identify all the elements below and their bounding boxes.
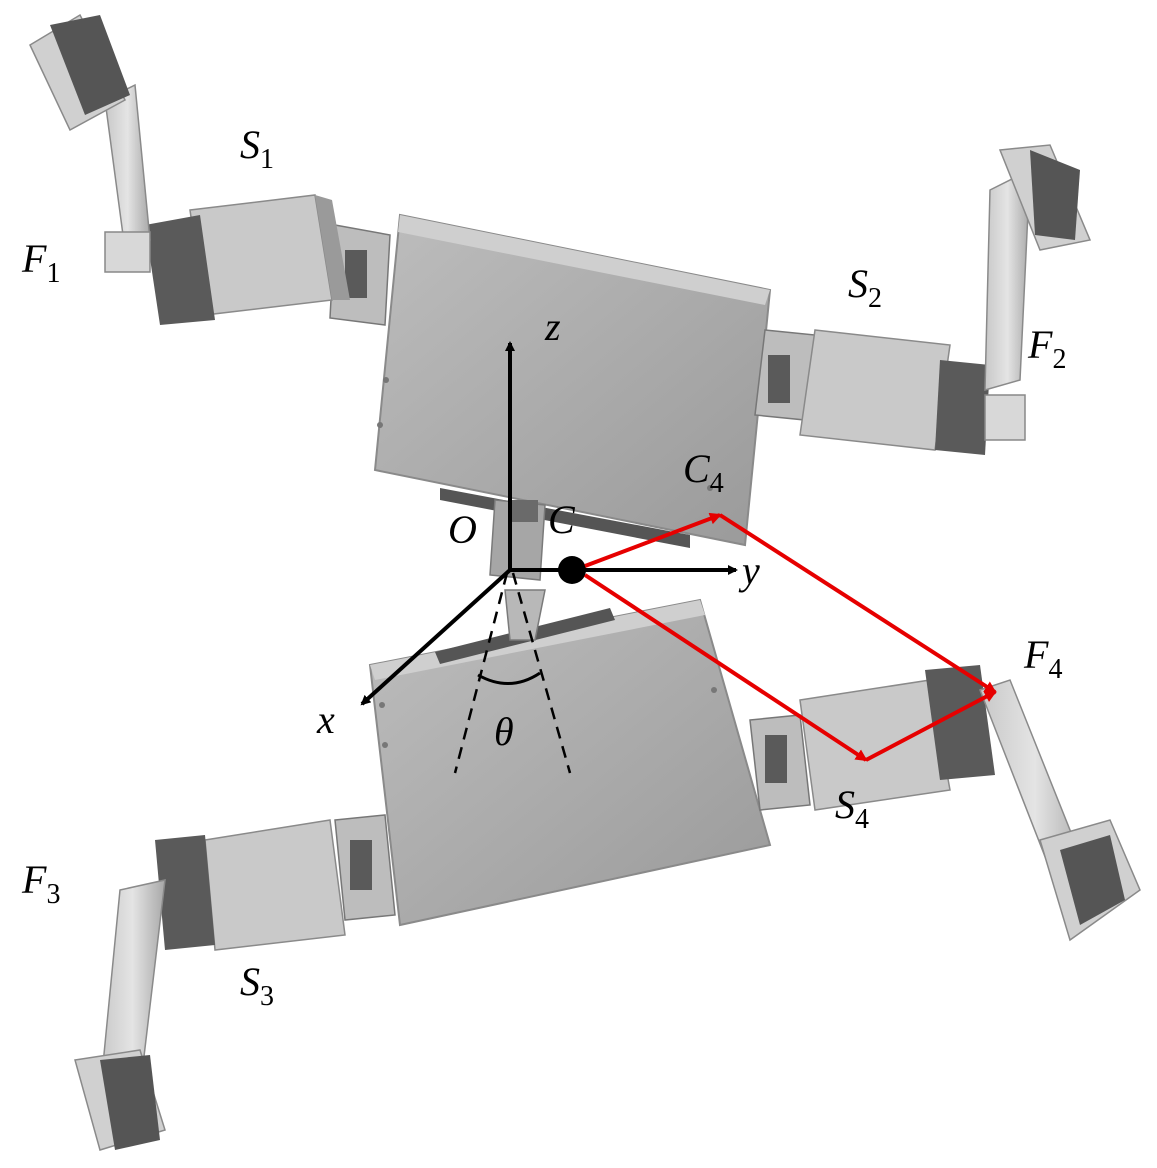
point-c (558, 556, 586, 584)
leg-4 (749, 665, 1141, 942)
label-f4: F4 (1023, 632, 1062, 685)
label-f1: F1 (21, 236, 60, 289)
label-o: O (448, 507, 477, 552)
label-s2: S2 (848, 261, 882, 314)
vector-c4-to-f4 (718, 513, 997, 694)
labels: S1 F1 S2 F2 C4 F4 S4 F3 S3 O C z y x θ (21, 122, 1066, 1012)
vector-s4-to-f4 (865, 690, 997, 762)
label-z: z (544, 304, 561, 349)
label-s3: S3 (240, 959, 274, 1012)
theta-dash-left (453, 572, 509, 774)
theta-arc (477, 671, 541, 685)
label-y: y (738, 548, 760, 593)
label-s4: S4 (835, 782, 869, 835)
lower-body (368, 598, 772, 927)
leg-3 (74, 814, 396, 1151)
axes (360, 341, 738, 774)
x-axis (360, 568, 512, 706)
vector-c-to-s4 (583, 573, 868, 762)
vector-c-to-c4 (584, 512, 722, 568)
label-s1: S1 (240, 122, 274, 175)
leg-1 (29, 13, 391, 326)
leg-2 (754, 144, 1092, 455)
label-x: x (316, 697, 335, 742)
label-f2: F2 (1027, 322, 1066, 375)
label-theta: θ (494, 709, 514, 754)
vectors (583, 512, 997, 762)
label-f3: F3 (21, 857, 60, 910)
label-c4: C4 (683, 446, 724, 499)
waist-joint (489, 499, 546, 641)
label-c: C (548, 497, 576, 542)
theta-dash-right (511, 572, 572, 774)
